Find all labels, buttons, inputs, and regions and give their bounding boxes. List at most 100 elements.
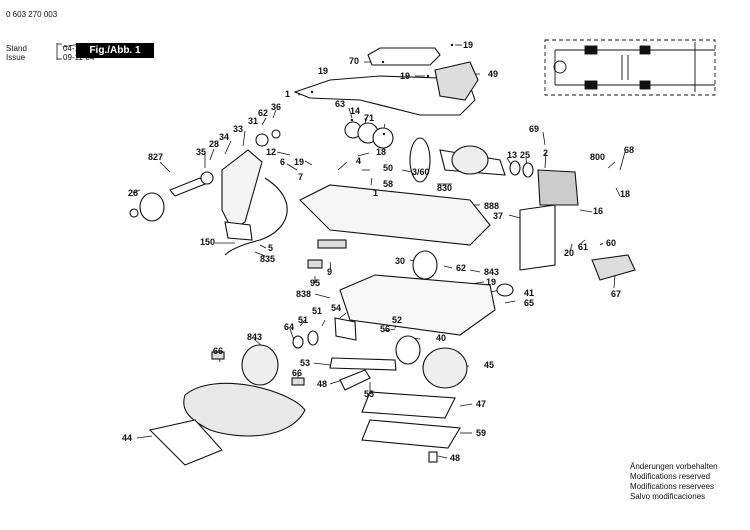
switch-cover-49	[434, 61, 479, 101]
callout-26: 26	[128, 188, 138, 198]
roller-45	[422, 347, 468, 389]
callout-55: 55	[364, 389, 374, 399]
pulley-30	[412, 250, 438, 280]
callout-95: 95	[310, 278, 320, 288]
callout-50: 50	[383, 163, 393, 173]
callout-16: 16	[593, 206, 603, 216]
callout-59: 59	[476, 428, 486, 438]
wiring-schematic	[544, 39, 716, 96]
callout-61: 61	[578, 242, 588, 252]
callout-19: 19	[463, 40, 473, 50]
callout-1: 1	[285, 89, 290, 99]
top-cover-70	[367, 47, 441, 66]
callout-62: 62	[456, 263, 466, 273]
callout-48: 48	[450, 453, 460, 463]
callout-51: 51	[298, 315, 308, 325]
label-95	[307, 259, 323, 269]
component-outlines	[129, 47, 636, 466]
pin-48	[339, 369, 371, 391]
knob-67	[591, 254, 636, 281]
part-number: 0 603 270 003	[6, 10, 58, 19]
field-coil-2	[537, 169, 579, 206]
screw-48	[428, 451, 438, 463]
callout-838: 838	[296, 289, 311, 299]
dust-bag-44	[148, 419, 223, 466]
bearing-13	[509, 160, 521, 176]
motor-housing-1	[293, 75, 476, 116]
callout-52: 52	[392, 315, 402, 325]
callout-835: 835	[260, 254, 275, 264]
callout-843: 843	[484, 267, 499, 277]
armature	[451, 145, 489, 175]
callout-827: 827	[148, 152, 163, 162]
callout-35: 35	[196, 147, 206, 157]
callout-3-60: 3/60	[412, 167, 430, 177]
notice-line-fr: Modifications reservees	[630, 482, 715, 491]
callout-888: 888	[484, 201, 499, 211]
figure-label: Fig./Abb. 1	[76, 43, 154, 58]
callout-34: 34	[219, 132, 229, 142]
callout-36: 36	[271, 102, 281, 112]
callout-64: 64	[284, 322, 294, 332]
callout-70: 70	[349, 56, 359, 66]
callout-25: 25	[520, 150, 530, 160]
header-brackets	[56, 43, 81, 60]
callout-62: 62	[258, 108, 268, 118]
bearing-51	[307, 330, 319, 346]
issue-label: Issue	[6, 53, 26, 62]
callout-800: 800	[590, 152, 605, 162]
callout-31: 31	[248, 116, 258, 126]
callout-48: 48	[317, 379, 327, 389]
housing-1	[299, 184, 491, 246]
pulley-52	[395, 335, 421, 365]
callout-9: 9	[327, 267, 332, 277]
callout-19: 19	[400, 71, 410, 81]
callout-7: 7	[298, 172, 303, 182]
handle-37	[519, 204, 556, 271]
callout-1: 1	[373, 188, 378, 198]
stand-label: Stand	[6, 44, 27, 53]
shaft-827	[169, 177, 206, 197]
cable-830	[224, 177, 288, 256]
callout-19: 19	[318, 66, 328, 76]
callout-28: 28	[209, 139, 219, 149]
callout-54: 54	[331, 303, 341, 313]
pulley-gear	[139, 192, 165, 222]
stand-date: 04-10	[63, 44, 84, 53]
callout-53: 53	[300, 358, 310, 368]
callout-69: 69	[529, 124, 539, 134]
callout-56: 56	[380, 324, 390, 334]
roller-843	[241, 344, 279, 386]
callout-4: 4	[356, 156, 361, 166]
callout-18: 18	[620, 189, 630, 199]
callout-63: 63	[335, 99, 345, 109]
callout-58: 58	[383, 179, 393, 189]
callout-66: 66	[292, 368, 302, 378]
callout-68: 68	[624, 145, 634, 155]
gear-71	[372, 127, 394, 149]
notice-line-de: Änderungen vorbehalten	[630, 462, 718, 471]
pulley-31	[255, 133, 269, 147]
callout-19: 19	[294, 157, 304, 167]
callout-65: 65	[524, 298, 534, 308]
callout-45: 45	[484, 360, 494, 370]
frame-838	[339, 274, 496, 336]
callout-71: 71	[364, 113, 374, 123]
callout-5: 5	[268, 243, 273, 253]
plate-47	[361, 391, 456, 419]
callout-41: 41	[524, 288, 534, 298]
bearing-25	[522, 162, 534, 178]
callout-13: 13	[507, 150, 517, 160]
callout-830: 830	[437, 183, 452, 193]
callout-47: 47	[476, 399, 486, 409]
callout-19: 19	[486, 277, 496, 287]
callout-51: 51	[312, 306, 322, 316]
toothed-belt-33	[221, 149, 263, 231]
spring-54	[334, 317, 357, 341]
label-9	[317, 239, 347, 249]
callout-18: 18	[376, 147, 386, 157]
modifications-notice: Änderungen vorbehalten Modifications res…	[630, 462, 718, 502]
bearing-35	[200, 171, 214, 185]
